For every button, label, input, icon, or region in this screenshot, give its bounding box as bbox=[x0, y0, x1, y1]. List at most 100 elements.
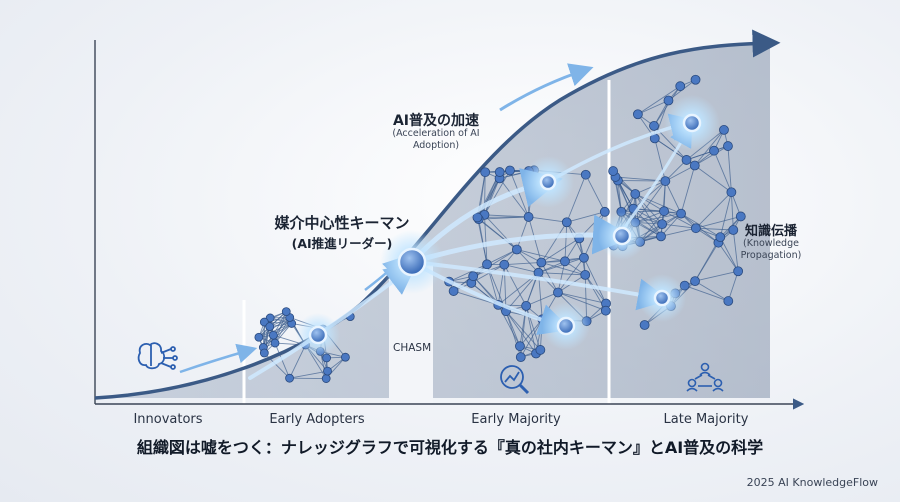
network-node bbox=[321, 374, 331, 383]
network-node bbox=[719, 125, 729, 135]
network-node bbox=[690, 223, 701, 234]
network-node bbox=[600, 305, 611, 316]
network-node bbox=[499, 259, 510, 270]
network-edge bbox=[516, 249, 566, 262]
network-edge bbox=[633, 208, 662, 237]
network-node bbox=[511, 244, 522, 255]
network-edge bbox=[486, 249, 518, 265]
network-node bbox=[523, 212, 534, 222]
network-node bbox=[533, 267, 544, 278]
network-node bbox=[709, 145, 719, 156]
network-node bbox=[285, 373, 294, 383]
network-edge bbox=[566, 211, 605, 223]
hub-node bbox=[612, 226, 632, 246]
network-edge bbox=[680, 213, 721, 238]
network-node bbox=[536, 257, 547, 268]
network-edge bbox=[694, 129, 725, 166]
network-edge bbox=[727, 271, 739, 302]
network-node bbox=[482, 259, 492, 270]
network-edge bbox=[694, 145, 729, 166]
network-edge bbox=[289, 370, 328, 379]
network-edge bbox=[694, 270, 739, 282]
network-edge bbox=[504, 264, 539, 274]
network-edge bbox=[503, 264, 527, 307]
network-node bbox=[268, 330, 278, 340]
network-edge bbox=[274, 342, 290, 379]
network-edge bbox=[694, 165, 732, 193]
callout-acceleration-sub-2: Adoption) bbox=[412, 140, 460, 151]
network-node bbox=[689, 160, 700, 171]
network-node bbox=[259, 348, 269, 358]
stage-label-innovators: Innovators bbox=[133, 412, 203, 427]
network-node bbox=[254, 332, 264, 342]
network-node bbox=[660, 176, 671, 186]
network-edge bbox=[654, 138, 666, 182]
network-edge bbox=[505, 310, 537, 354]
network-node bbox=[580, 269, 591, 280]
callout-key-person-sub: (AI推進リーダー) bbox=[291, 236, 393, 251]
network-edge bbox=[274, 317, 291, 344]
flow-arrow-1 bbox=[179, 343, 258, 374]
network-node bbox=[515, 352, 526, 363]
network-edge bbox=[541, 237, 580, 263]
hub-node bbox=[556, 316, 576, 336]
network-node bbox=[723, 141, 733, 151]
network-edge bbox=[477, 217, 488, 265]
network-edge bbox=[274, 311, 287, 344]
network-node bbox=[663, 95, 674, 106]
network-node bbox=[630, 189, 641, 199]
footer-credit: 2025 AI KnowledgeFlow bbox=[746, 476, 878, 489]
adoption-s-curve bbox=[94, 29, 781, 400]
network-edge bbox=[637, 85, 681, 115]
network-edge bbox=[732, 229, 739, 272]
network-node bbox=[341, 352, 350, 362]
network-edge bbox=[653, 85, 681, 127]
network-node bbox=[515, 341, 525, 352]
network-edge bbox=[516, 249, 539, 274]
network-node bbox=[659, 206, 669, 217]
network-node bbox=[579, 252, 589, 263]
callout-key-person-title: 媒介中心性キーマン bbox=[274, 214, 410, 232]
network-node bbox=[608, 166, 619, 176]
network-edge bbox=[695, 216, 741, 229]
network-node bbox=[472, 212, 483, 223]
network-edge bbox=[633, 208, 663, 225]
hub-node bbox=[397, 247, 427, 277]
network-edge bbox=[538, 257, 585, 274]
network-edge bbox=[477, 217, 518, 250]
network-edge bbox=[718, 242, 739, 272]
network-edge bbox=[564, 222, 568, 262]
network-edge bbox=[684, 285, 729, 302]
network-node bbox=[448, 286, 459, 296]
network-edge bbox=[499, 178, 529, 218]
network-edge bbox=[635, 180, 666, 195]
network-edge bbox=[634, 193, 662, 237]
network-edge bbox=[448, 263, 488, 283]
flow-arrow-3 bbox=[499, 63, 594, 112]
network-node bbox=[494, 167, 505, 177]
callout-knowledge-title: 知識伝播 bbox=[744, 224, 798, 239]
network-node bbox=[468, 271, 479, 282]
network-edge bbox=[540, 222, 568, 263]
network-edge bbox=[484, 214, 518, 250]
network-node bbox=[323, 366, 332, 376]
network-edge bbox=[264, 352, 290, 379]
network-edge bbox=[633, 180, 666, 210]
callout-knowledge-sub-2: Propagation) bbox=[740, 250, 802, 261]
network-node bbox=[265, 322, 275, 332]
network-edge bbox=[680, 165, 696, 214]
callout-acceleration-title: AI普及の加速 bbox=[392, 113, 480, 129]
network-edge bbox=[695, 191, 732, 229]
network-edge bbox=[663, 210, 697, 229]
network-edge bbox=[635, 213, 682, 223]
stage-label-early-adopters: Early Adopters bbox=[269, 412, 365, 427]
network-edge bbox=[694, 280, 729, 302]
network-edge bbox=[525, 292, 559, 307]
magnifier-chart-icon bbox=[500, 365, 530, 395]
network-node bbox=[560, 256, 570, 267]
network-edge bbox=[505, 310, 541, 351]
hub-nodes bbox=[296, 95, 720, 357]
network-edge bbox=[453, 290, 499, 306]
